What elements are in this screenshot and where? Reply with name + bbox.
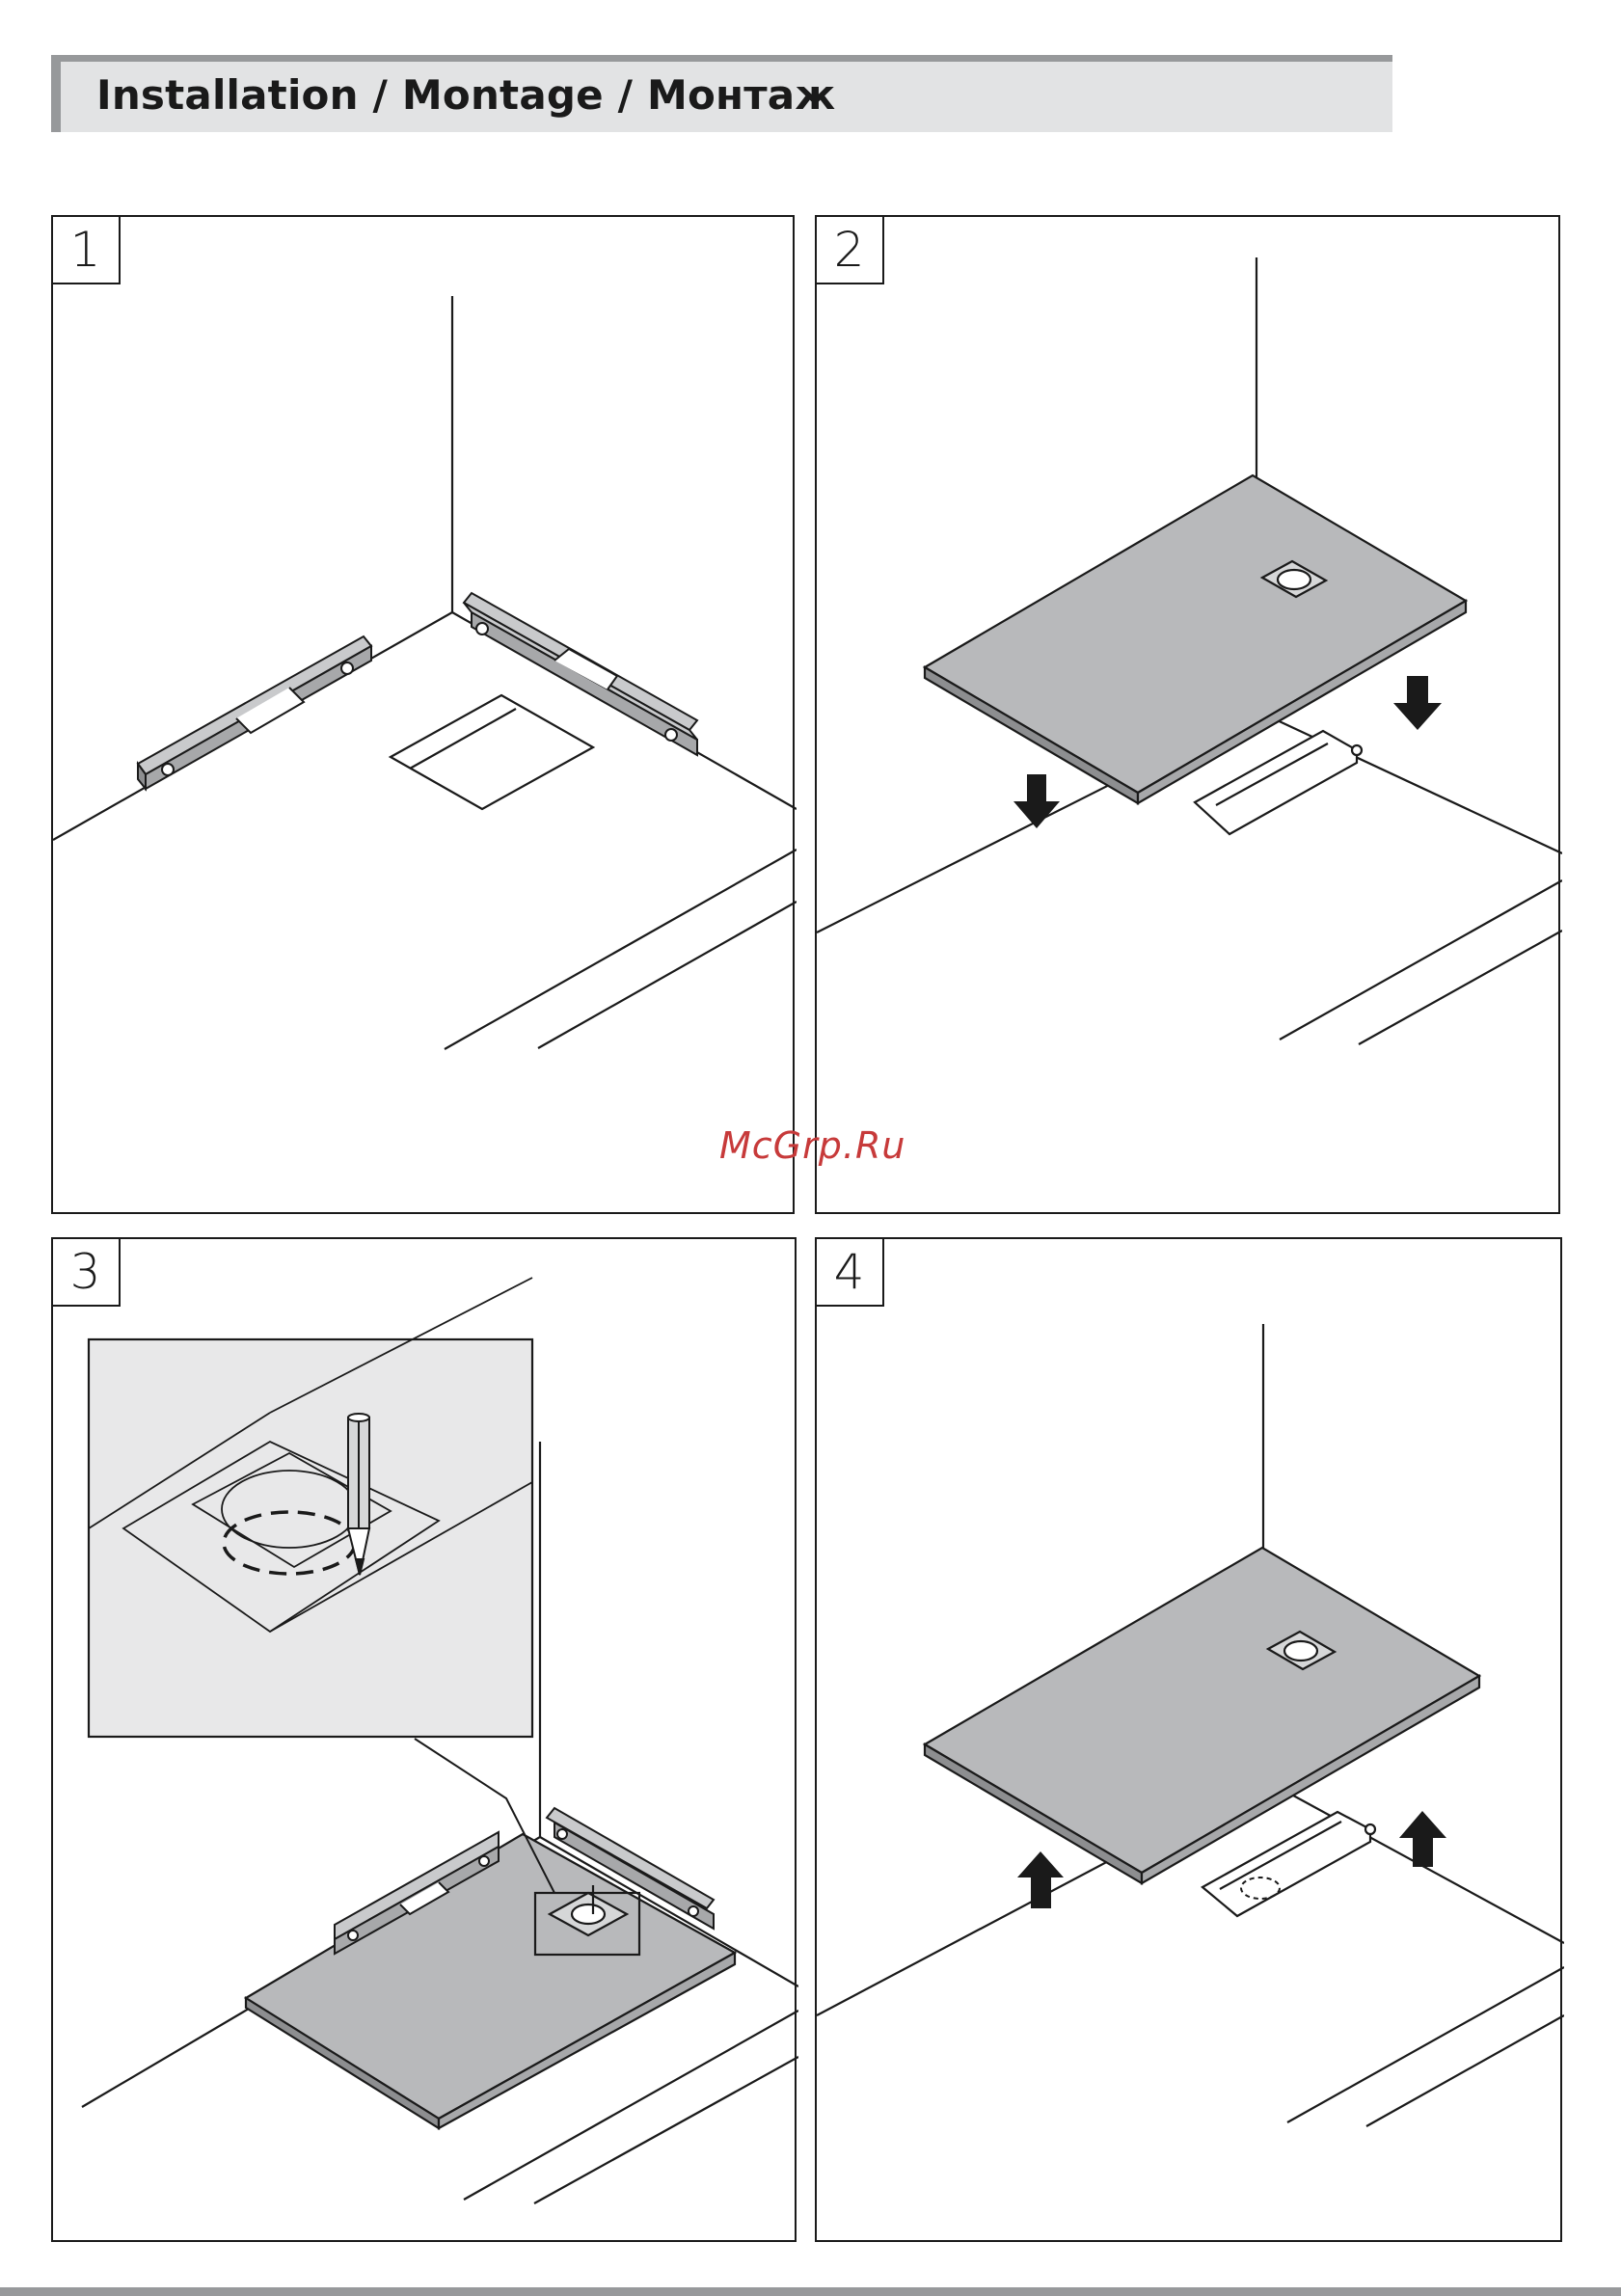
arrow-down-icon <box>1393 676 1442 730</box>
step-1-illustration <box>53 217 797 1216</box>
step-number-1: 1 <box>51 215 121 284</box>
watermark-text: McGrp.Ru <box>719 1124 905 1167</box>
arrow-up-icon <box>1399 1811 1446 1867</box>
page-title: Installation / Montage / Монтаж <box>96 71 835 119</box>
step-4-illustration <box>817 1239 1564 2244</box>
drain-hole-icon <box>1278 570 1310 589</box>
arrow-down-icon <box>1013 774 1060 828</box>
step-panel-2: 2 <box>815 215 1560 1214</box>
shower-tray-icon <box>925 1548 1479 1883</box>
step-3-illustration <box>53 1239 798 2244</box>
step-number-2: 2 <box>815 215 884 284</box>
step-panel-4: 4 <box>815 1237 1562 2242</box>
footer-divider <box>0 2287 1621 2296</box>
step-panel-1: 1 <box>51 215 795 1214</box>
step-number-4: 4 <box>815 1237 884 1307</box>
drain-hole-icon <box>1284 1641 1317 1661</box>
shower-tray-icon <box>925 475 1466 803</box>
step-2-illustration <box>817 217 1562 1216</box>
step-number-3: 3 <box>51 1237 121 1307</box>
arrow-up-icon <box>1017 1851 1064 1908</box>
drain-hole-icon <box>572 1904 605 1924</box>
spirit-level-icon <box>138 636 371 789</box>
step-panel-3: 3 <box>51 1237 797 2242</box>
